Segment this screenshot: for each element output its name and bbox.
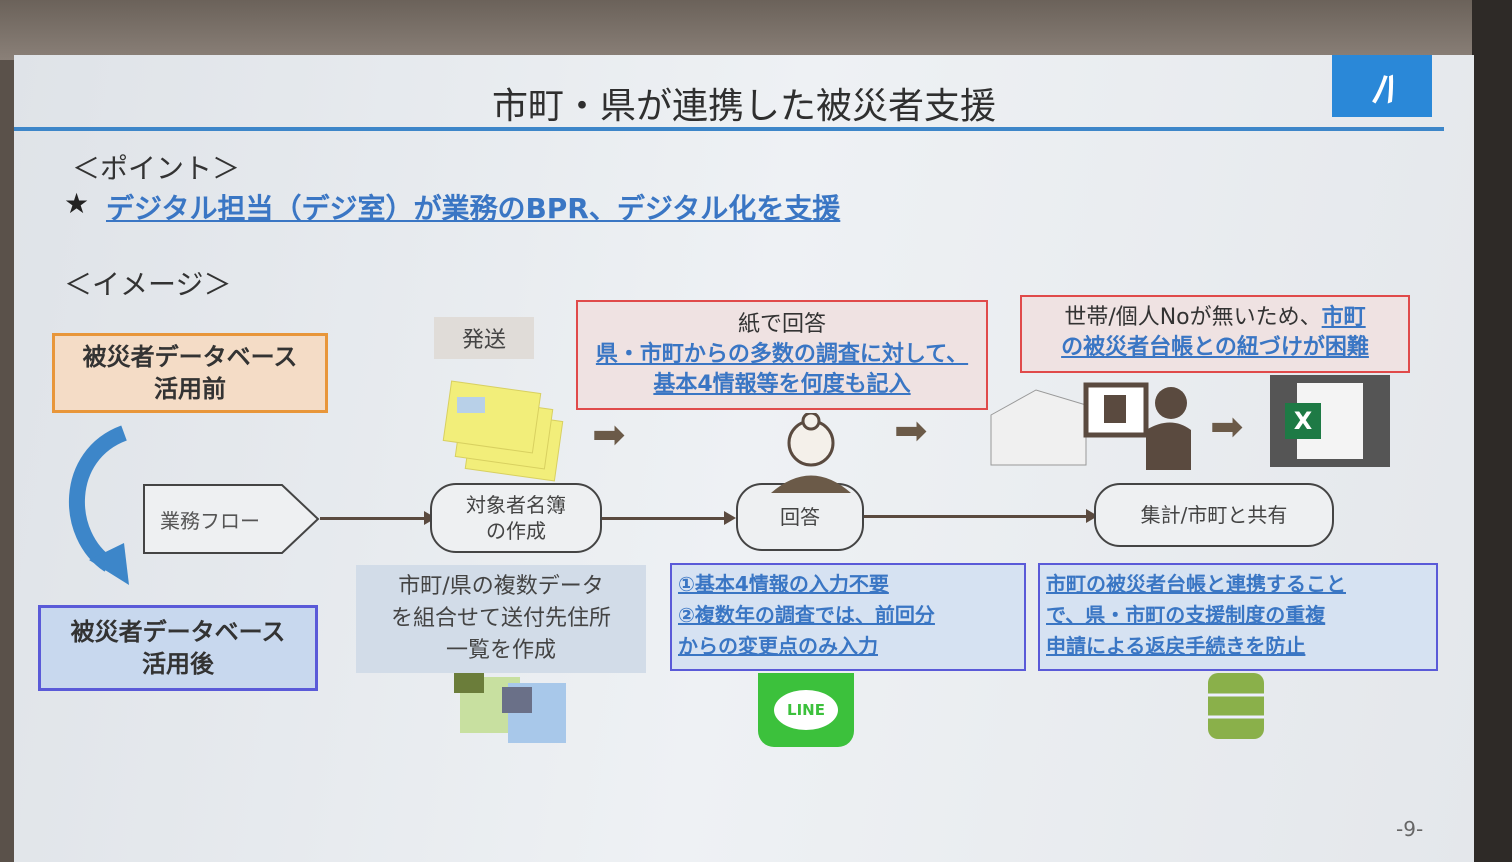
problem-number-link: 市町 — [1321, 305, 1366, 330]
solution-answer-line: ②複数年の調査では、前回分 — [678, 603, 935, 627]
solution-roster-line: 一覧を作成 — [445, 637, 556, 663]
before-line: 被災者データベース — [82, 342, 298, 371]
excel-file-icon: X — [1270, 375, 1390, 467]
right-arrow-icon: ➡ — [592, 412, 626, 458]
problem-paper-title: 紙で回答 — [737, 312, 826, 338]
elderly-person-icon — [771, 413, 851, 493]
point-heading: ＜ポイント＞ — [72, 152, 241, 185]
step-roster: 対象者名簿の作成 — [430, 483, 602, 553]
solution-answer-box: ①基本4情報の入力不要 ②複数年の調査では、前回分 からの変更点のみ入力 — [670, 563, 1026, 671]
flow-label-shape — [143, 484, 320, 554]
problem-number-text: 世帯/個人Noが無いため、 — [1064, 305, 1322, 330]
step-answer: 回答 — [736, 483, 864, 551]
step-roster-line: の作成 — [486, 519, 546, 543]
arrow-icon — [724, 511, 736, 525]
before-line: 活用前 — [154, 375, 226, 403]
prefecture-logo: ﾊ — [1332, 55, 1432, 117]
solution-answer-line: からの変更点のみ入力 — [678, 634, 878, 658]
database-icon — [1208, 673, 1264, 739]
star-icon: ★ — [64, 187, 90, 220]
line-app-icon: LINE — [758, 673, 854, 747]
solution-roster-box: 市町/県の複数データ を組合せて送付先住所 一覧を作成 — [356, 565, 646, 673]
before-label: 被災者データベース活用前 — [52, 333, 328, 413]
step-aggregate: 集計/市町と共有 — [1094, 483, 1334, 547]
problem-number-link: の被災者台帳との紐づけが困難 — [1061, 334, 1369, 360]
problem-paper-line: 県・市町からの多数の調査に対して、 — [595, 342, 969, 368]
after-line: 被災者データベース — [70, 617, 286, 646]
point-text: デジタル担当（デジ室）が業務のBPR、デジタル化を支援 — [106, 192, 841, 225]
slide: 市町・県が連携した被災者支援 ﾊ ＜ポイント＞ ★ デジタル担当（デジ室）が業務… — [14, 55, 1474, 862]
slide-title: 市町・県が連携した被災者支援 — [491, 86, 996, 127]
flow-label: 業務フロー — [160, 509, 260, 533]
solution-aggregate-line: 市町の被災者台帳と連携すること — [1046, 572, 1346, 596]
send-label: 発送 — [434, 317, 534, 359]
solution-aggregate-line: 申請による返戻手続きを防止 — [1046, 634, 1306, 658]
problem-paper-line: 基本4情報等を何度も記入 — [653, 371, 911, 397]
solution-aggregate-line: で、県・市町の支援制度の重複 — [1046, 603, 1326, 627]
after-label: 被災者データベース活用後 — [38, 605, 318, 691]
flow-line — [864, 515, 1088, 518]
flow-line — [602, 517, 726, 520]
right-arrow-icon: ➡ — [1210, 404, 1244, 450]
screen-edge — [1472, 0, 1512, 862]
curved-arrow-icon — [68, 425, 129, 585]
flow-line — [320, 517, 428, 520]
problem-paper-box: 紙で回答 県・市町からの多数の調査に対して、 基本4情報等を何度も記入 — [576, 300, 988, 410]
solution-roster-line: を組合せて送付先住所 — [390, 605, 611, 631]
solution-aggregate-box: 市町の被災者台帳と連携すること で、県・市町の支援制度の重複 申請による返戻手続… — [1038, 563, 1438, 671]
image-heading: ＜イメージ＞ — [64, 268, 232, 301]
step-roster-line: 対象者名簿 — [466, 493, 566, 517]
envelopes-icon — [442, 380, 564, 482]
forms-and-operator-icon — [990, 382, 1191, 470]
right-arrow-icon: ➡ — [894, 408, 928, 454]
title-rule — [14, 127, 1444, 131]
after-line: 活用後 — [142, 650, 214, 678]
problem-number-box: 世帯/個人Noが無いため、市町 の被災者台帳との紐づけが困難 — [1020, 295, 1410, 373]
solution-answer-line: ①基本4情報の入力不要 — [678, 572, 889, 596]
line-logo-text: LINE — [774, 690, 838, 730]
excel-badge: X — [1285, 403, 1321, 439]
solution-roster-line: 市町/県の複数データ — [398, 574, 604, 599]
wall — [0, 0, 1512, 60]
page-number: -9- — [1396, 817, 1424, 841]
spreadsheets-icon — [454, 673, 566, 743]
